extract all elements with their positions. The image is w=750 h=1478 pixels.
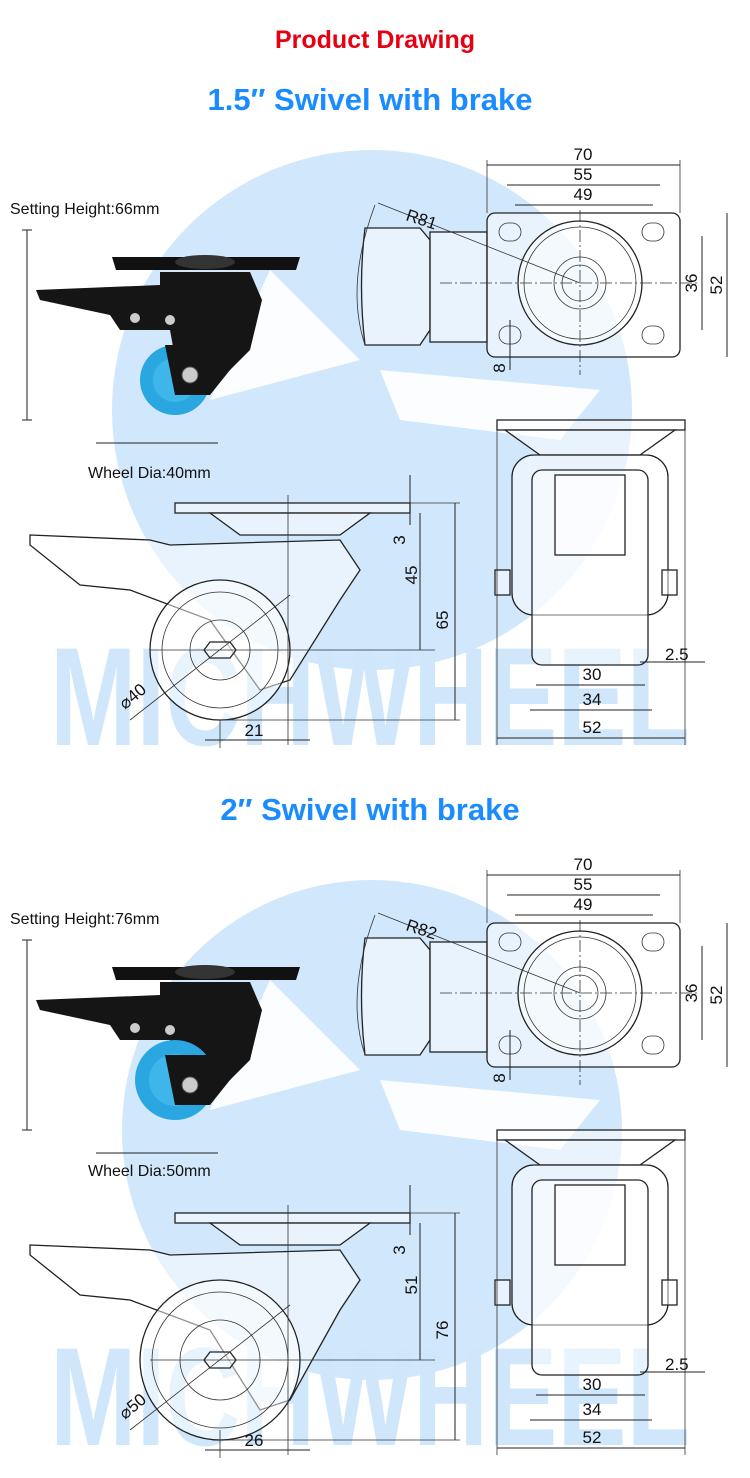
plate-3-dim: 3 bbox=[390, 535, 409, 544]
top-view: R81 70 55 49 36 52 8 bbox=[356, 145, 728, 375]
wheel-dia-label: Wheel Dia:50mm bbox=[88, 1163, 211, 1180]
width-49-dim: 49 bbox=[574, 185, 593, 204]
width-52-dim: 52 bbox=[583, 1428, 602, 1447]
front-view: 30 34 52 2.5 bbox=[494, 419, 705, 745]
width-34-dim: 34 bbox=[583, 690, 602, 709]
width-30-dim: 30 bbox=[583, 665, 602, 684]
section-title: 2″ Swivel with brake bbox=[220, 792, 519, 827]
height-total-dim: 65 bbox=[433, 611, 452, 630]
section-2-inch: MICHWHEEL 2″ Swivel with brake Setting H… bbox=[0, 710, 750, 1470]
height-36-dim: 36 bbox=[682, 984, 701, 1003]
side-view: 3 45 65 21 ⌀40 bbox=[29, 475, 460, 748]
width-70-dim: 70 bbox=[574, 145, 593, 164]
product-photo: Setting Height:76mm Wheel Dia:50mm bbox=[10, 911, 300, 1180]
height-36-dim: 36 bbox=[682, 274, 701, 293]
front-view: 30 34 52 2.5 bbox=[494, 1129, 705, 1455]
wheel-dia-label: Wheel Dia:40mm bbox=[88, 465, 211, 482]
width-49-dim: 49 bbox=[574, 895, 593, 914]
offset-dim: 21 bbox=[245, 721, 264, 740]
width-55-dim: 55 bbox=[574, 875, 593, 894]
height-52-dim: 52 bbox=[707, 276, 726, 295]
height-52-dim: 52 bbox=[707, 986, 726, 1005]
offset-dim: 26 bbox=[245, 1431, 264, 1450]
width-52-dim: 52 bbox=[583, 718, 602, 737]
product-photo: Setting Height:66mm Wheel Dia:40mm bbox=[10, 201, 300, 482]
slot-8-dim: 8 bbox=[490, 363, 509, 372]
page-title: Product Drawing bbox=[274, 26, 475, 54]
plate-3-dim: 3 bbox=[390, 1245, 409, 1254]
drawing-canvas: MICHWHEEL 1.5″ Swivel with brake Setting… bbox=[10, 82, 728, 760]
slot-8-dim: 8 bbox=[490, 1073, 509, 1082]
section-1-5-inch: MICHWHEEL 1.5″ Swivel with brake Setting… bbox=[0, 0, 750, 760]
height-body-dim: 51 bbox=[402, 1276, 421, 1295]
width-30-dim: 30 bbox=[583, 1375, 602, 1394]
width-55-dim: 55 bbox=[574, 165, 593, 184]
setting-height-label: Setting Height:76mm bbox=[10, 911, 159, 928]
drawing-canvas: MICHWHEEL 2″ Swivel with brake Setting H… bbox=[10, 792, 728, 1470]
section-title: 1.5″ Swivel with brake bbox=[208, 82, 533, 117]
gap-2-5-dim: 2.5 bbox=[665, 1355, 689, 1374]
gap-2-5-dim: 2.5 bbox=[665, 645, 689, 664]
height-body-dim: 45 bbox=[402, 566, 421, 585]
top-view: R82 70 55 49 36 52 8 bbox=[356, 855, 728, 1085]
width-70-dim: 70 bbox=[574, 855, 593, 874]
height-total-dim: 76 bbox=[433, 1321, 452, 1340]
setting-height-label: Setting Height:66mm bbox=[10, 201, 159, 218]
width-34-dim: 34 bbox=[583, 1400, 602, 1419]
